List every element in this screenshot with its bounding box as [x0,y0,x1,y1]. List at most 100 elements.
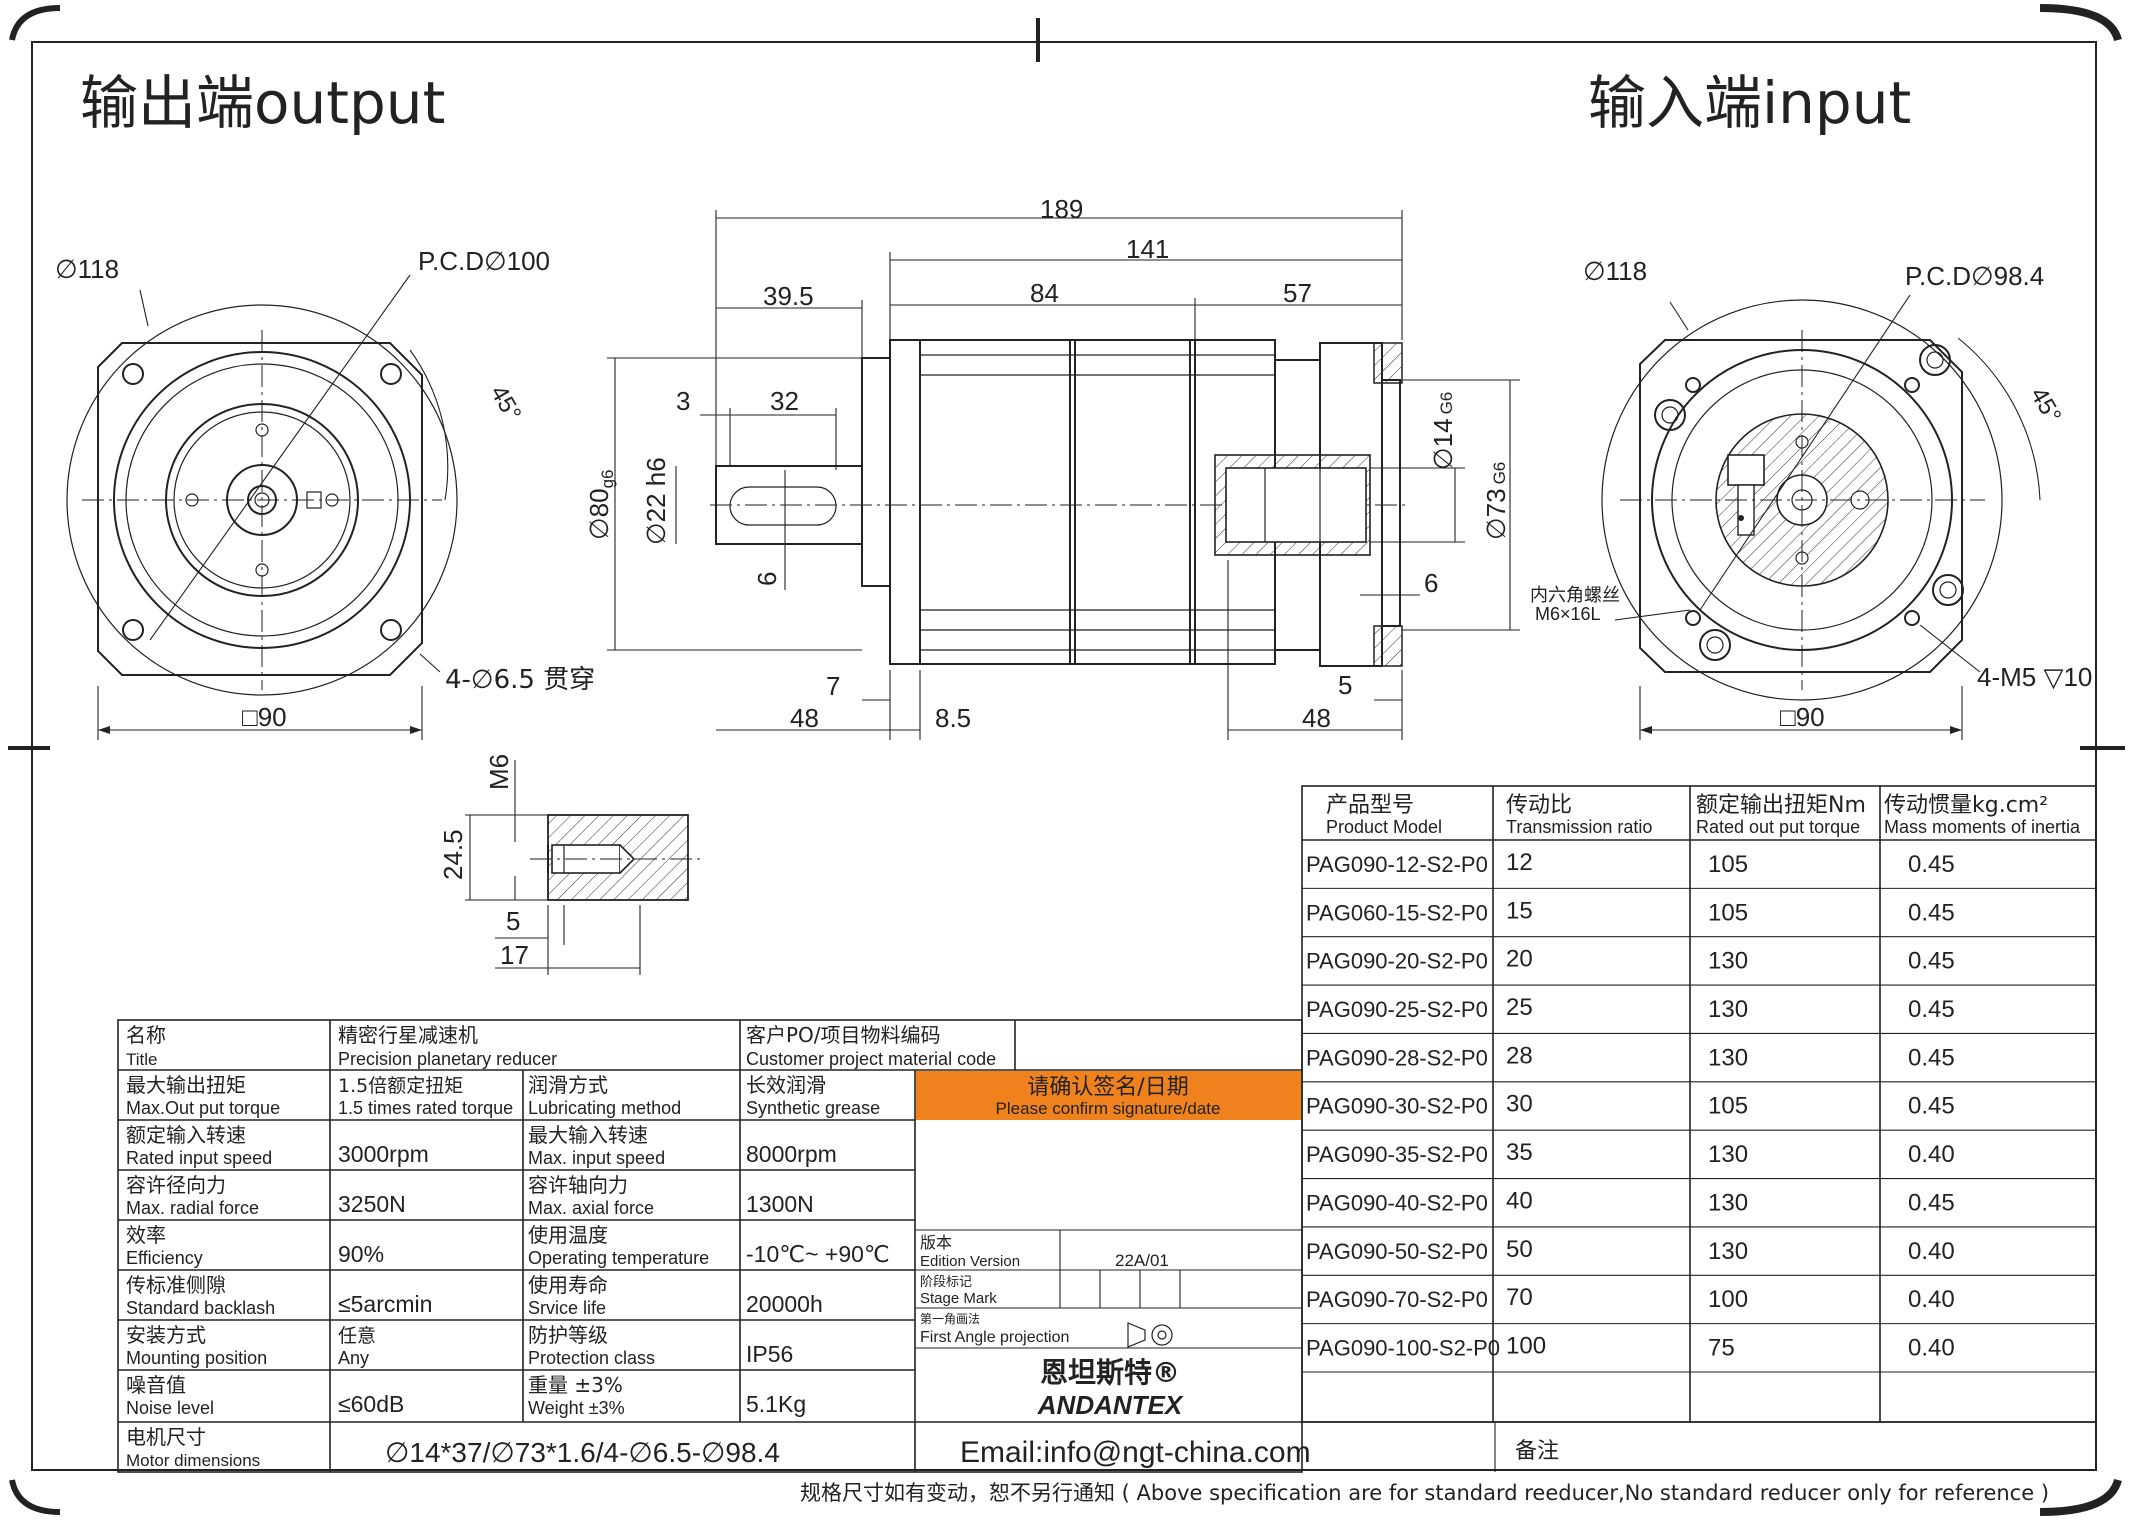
spec-label2-en: Weight ±3% [528,1398,625,1418]
remark-label: 备注 [1515,1439,1559,1464]
spec-label-cn: 安装方式 [126,1323,206,1347]
inertia-cell: 0.45 [1908,899,1955,926]
spec-label-en: Max.Out put torque [126,1098,280,1118]
title-label-en: Title [126,1050,158,1069]
spec-label2-en: Operating temperature [528,1248,709,1268]
edition-value: 22A/01 [1115,1251,1169,1270]
brand-cn: 恩坦斯特® [1040,1356,1180,1389]
model-cell: PAG090-25-S2-P0 [1306,997,1488,1022]
model-header-cn: 传动比 [1506,793,1572,818]
dim-shaft-offset: 3 [676,386,690,416]
spec-label2-cn: 重量 ±3% [528,1373,623,1397]
email-link[interactable]: Email:info@ngt-china.com [960,1436,1311,1469]
spec-label-cn: 效率 [126,1223,166,1247]
torque-cell: 75 [1708,1335,1735,1362]
screw-note: 内六角螺丝 [1530,585,1620,606]
spec-label2-cn: 最大输入转速 [528,1123,648,1147]
ratio-cell: 40 [1506,1187,1533,1214]
inertia-cell: 0.45 [1908,1044,1955,1071]
model-cell: PAG090-20-S2-P0 [1306,949,1488,974]
dim-overall: 189 [1040,194,1083,224]
footer-note: 规格尺寸如有变动，恕不另行通知 ( Above specification ar… [800,1481,2049,1505]
inertia-cell: 0.40 [1908,1335,1955,1362]
model-cell: PAG060-15-S2-P0 [1306,900,1488,925]
spec-label2-en: Protection class [528,1348,655,1368]
spec-label-cn: 额定输入转速 [126,1123,246,1147]
inertia-cell: 0.40 [1908,1238,1955,1265]
spec-label-en: Mounting position [126,1348,267,1368]
spec-value-cn: 1.5倍额定扭矩 [338,1075,463,1097]
spec-label2-cn: 润滑方式 [528,1073,608,1097]
motor-dim-value: ∅14*37/∅73*1.6/4-∅6.5-∅98.4 [385,1437,780,1468]
model-cell: PAG090-100-S2-P0 [1306,1336,1500,1361]
spec-value2: -10℃~ +90℃ [746,1241,890,1267]
dim-right-part: 57 [1283,278,1312,308]
detail-depth: 24.5 [438,829,468,880]
model-cell: PAG090-35-S2-P0 [1306,1142,1488,1167]
output-angle-label: 45° [485,381,527,426]
customer-code-cn: 客户PO/项目物料编码 [746,1023,941,1047]
dim-bottom-48-left: 48 [790,703,819,733]
screw-spec: M6×16L [1535,604,1601,624]
torque-cell: 130 [1708,1189,1748,1216]
ratio-cell: 70 [1506,1284,1533,1311]
spec-label-en: Noise level [126,1398,214,1418]
inertia-cell: 0.40 [1908,1286,1955,1313]
dim-shaft-dia: ∅22 h6 [641,457,671,545]
output-pcd-label: P.C.D∅100 [418,246,550,276]
spec-value-en: 1.5 times rated torque [338,1098,513,1118]
inertia-cell: 0.45 [1908,1189,1955,1216]
torque-cell: 105 [1708,899,1748,926]
ratio-cell: 35 [1506,1139,1533,1166]
dim-shaft-len: 39.5 [763,281,814,311]
tapped-hole-detail [465,760,705,975]
input-dia-label: ∅118 [1583,256,1647,286]
product-name-cn: 精密行星减速机 [338,1023,478,1047]
spec-value2: 1300N [746,1191,814,1217]
confirm-signature-box[interactable] [916,1071,1301,1120]
torque-cell: 100 [1708,1286,1748,1313]
inertia-cell: 0.45 [1908,996,1955,1023]
spec-value: 90% [338,1241,384,1267]
model-header-cn: 产品型号 [1326,793,1414,818]
spec-value: 3000rpm [338,1141,429,1167]
torque-cell: 130 [1708,996,1748,1023]
model-header-cn: 额定输出扭矩Nm [1696,793,1866,818]
spec-value2: IP56 [746,1341,793,1367]
product-name-en: Precision planetary reducer [338,1049,557,1069]
spec-label-cn: 传标准侧隙 [126,1273,226,1297]
dim-body: 141 [1126,234,1169,264]
dim-bottom-8-5: 8.5 [935,703,971,733]
output-holes-label: 4-∅6.5 贯穿 [445,665,595,695]
model-cell: PAG090-70-S2-P0 [1306,1287,1488,1312]
motor-dim-en: Motor dimensions [126,1451,260,1470]
torque-cell: 130 [1708,1044,1748,1071]
spec-label-cn: 最大输出扭矩 [126,1073,246,1097]
spec-label-en: Efficiency [126,1248,203,1268]
detail-thread: M6 [484,754,514,790]
spec-table [117,1019,2096,1473]
edition-cn: 版本 [920,1233,952,1252]
model-header-en: Mass moments of inertia [1884,817,2081,837]
model-header-en: Rated out put torque [1696,817,1860,837]
brand-logo: ANDANTEX [1037,1390,1184,1420]
dim-bottom-48-right: 48 [1302,703,1331,733]
spec-label2-en: Max. axial force [528,1198,654,1218]
spec-value2-cn: 长效润滑 [746,1073,826,1097]
spec-label2-cn: 容许轴向力 [528,1173,628,1197]
inertia-cell: 0.40 [1908,1141,1955,1168]
input-holes-label: 4-M5 ▽10 [1977,662,2092,692]
spec-label2-cn: 使用温度 [528,1223,608,1247]
title-label-cn: 名称 [126,1023,166,1047]
dim-flange-dia: ∅80g6 [584,470,617,541]
model-header-en: Product Model [1326,817,1442,837]
torque-cell: 105 [1708,851,1748,878]
spec-value2: 20000h [746,1291,823,1317]
dim-bore-dia: ∅14G6 [1428,392,1458,470]
spec-label-en: Rated input speed [126,1148,272,1168]
ratio-cell: 30 [1506,1091,1533,1118]
spec-label2-en: Max. input speed [528,1148,665,1168]
model-cell: PAG090-12-S2-P0 [1306,852,1488,877]
